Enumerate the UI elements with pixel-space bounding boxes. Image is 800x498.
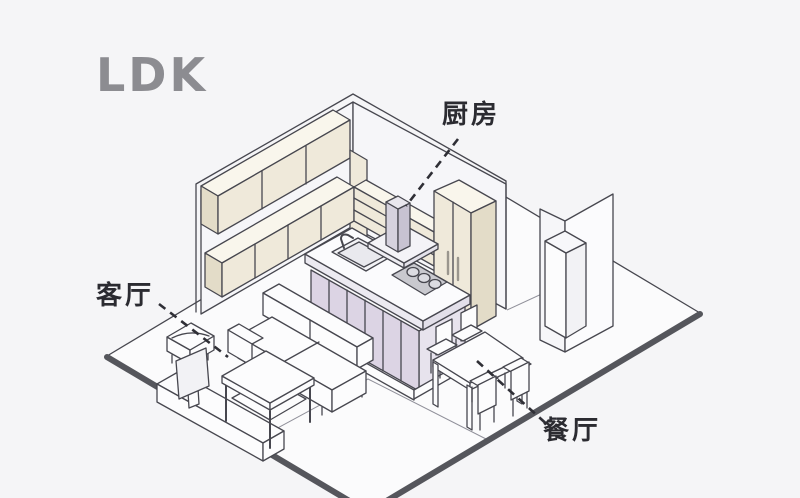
page-title: LDK — [96, 48, 209, 102]
range-hood — [367, 195, 439, 269]
sink — [331, 233, 393, 272]
coffee-table — [221, 350, 315, 449]
storage-unit — [544, 230, 587, 339]
dining-leader-line — [476, 360, 552, 429]
living-label: 客厅 — [96, 281, 155, 311]
cooktop — [391, 262, 448, 296]
faucet — [339, 233, 354, 249]
kitchen-label: 厨房 — [442, 100, 501, 130]
living-leader-line — [158, 302, 229, 359]
floor-seam — [249, 378, 491, 444]
dining-chair — [502, 357, 532, 417]
dining-label: 餐厅 — [543, 416, 602, 446]
base-cabinets — [204, 176, 355, 298]
upper-cabinets — [200, 109, 351, 235]
dining-chair — [469, 371, 499, 431]
kitchen-leader-line — [404, 138, 460, 207]
tv — [175, 347, 210, 409]
